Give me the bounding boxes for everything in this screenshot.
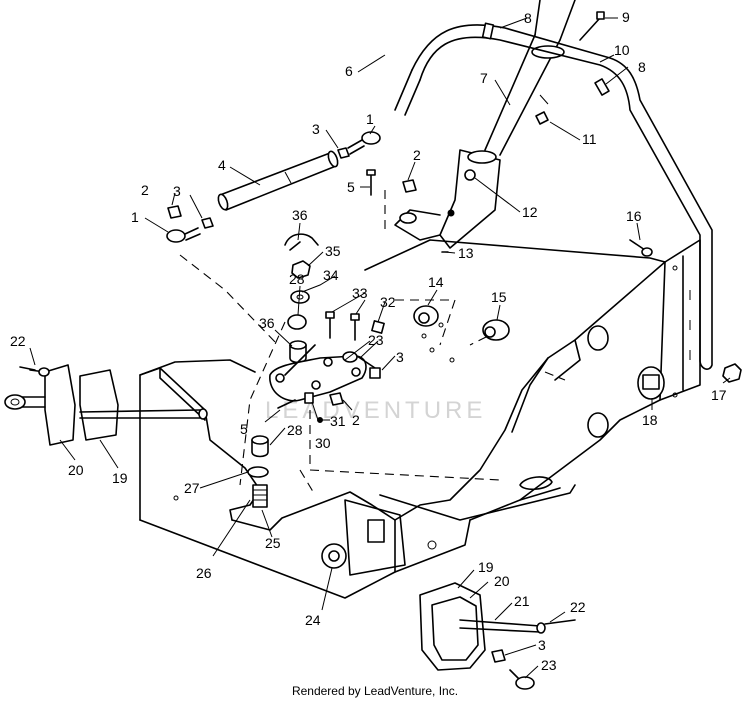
watermark: LEADVENTURE	[265, 397, 486, 424]
left-bolt-22	[19, 366, 36, 371]
steering-arm-hardware	[247, 233, 385, 508]
callout-1-left: 1	[131, 209, 139, 225]
callout-23-center: 23	[368, 332, 384, 348]
callout-12: 12	[522, 204, 538, 220]
callout-23-lower: 23	[541, 657, 557, 673]
callout-17: 17	[711, 387, 727, 403]
callout-19-right: 19	[478, 559, 494, 575]
callout-20-left: 20	[68, 462, 84, 478]
callout-13: 13	[458, 245, 474, 261]
callout-15: 15	[491, 289, 507, 305]
callout-8-right: 8	[638, 59, 646, 75]
callout-1-right: 1	[366, 111, 374, 127]
callout-3-lower: 3	[538, 637, 546, 653]
callout-30: 31	[330, 413, 346, 429]
callout-11: 11	[582, 131, 597, 147]
callout-32: 33	[352, 285, 368, 301]
callout-5-lower: 5	[240, 421, 248, 437]
callout-2-lower: 2	[352, 412, 360, 428]
callout-36: 36	[259, 315, 275, 331]
callout-19-left: 19	[112, 470, 128, 486]
callout-10: 10	[614, 42, 630, 58]
callout-29: 30	[315, 435, 331, 451]
footer-credit: Rendered by LeadVenture, Inc.	[291, 684, 459, 698]
callout-2-upper: 2	[413, 147, 421, 163]
callout-6: 6	[345, 63, 353, 79]
callout-31: 32	[380, 294, 396, 310]
callout-24: 24	[305, 612, 321, 628]
callout-26: 26	[196, 565, 212, 581]
callout-5-upper: 5	[347, 179, 355, 195]
callout-22-left: 22	[10, 333, 26, 349]
callout-27: 27	[184, 480, 200, 496]
right-spindle-assembly	[419, 582, 576, 690]
callout-14: 14	[428, 274, 444, 290]
handlebar	[394, 11, 713, 370]
callout-28-upper: 28	[289, 271, 305, 287]
callout-3-right: 3	[312, 121, 320, 137]
callout-9: 9	[622, 9, 630, 25]
left-spindle-assembly	[4, 364, 208, 446]
callout-3-center: 3	[396, 349, 404, 365]
tie-rod-assembly	[166, 131, 417, 243]
callout-33: 34	[323, 267, 339, 283]
steering-column	[394, 0, 576, 249]
callout-22-right: 22	[570, 599, 586, 615]
callout-28-lower: 28	[287, 422, 303, 438]
callout-16: 16	[626, 208, 642, 224]
callout-21: 21	[514, 593, 530, 609]
callout-34: 35	[325, 243, 341, 259]
callout-35: 36	[292, 207, 308, 223]
callout-18: 18	[642, 412, 658, 428]
callout-25: 25	[265, 535, 281, 551]
callout-7: 7	[480, 70, 488, 86]
callout-2-left: 2	[141, 182, 149, 198]
callout-4: 4	[218, 157, 226, 173]
pivot-bolts	[321, 239, 742, 569]
callout-20-right: 20	[494, 573, 510, 589]
frame-assembly	[139, 190, 701, 599]
callout-3-left: 3	[173, 183, 181, 199]
callout-8-top: 8	[524, 10, 532, 26]
leader-lines	[29, 17, 731, 679]
callout-labels: 8 9 10 8 6 7 11 1 3 4 5 2 12 13 2 3 1 36…	[10, 9, 727, 673]
